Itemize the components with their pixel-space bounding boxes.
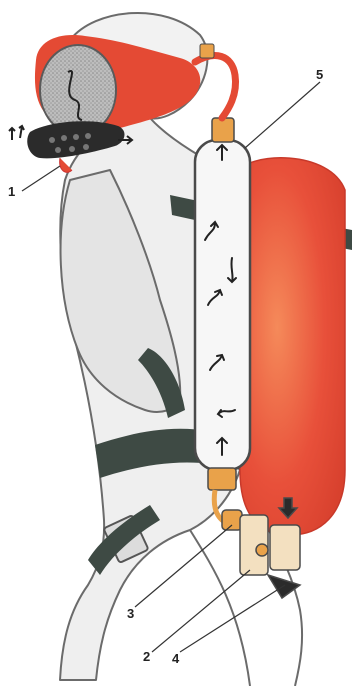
callout-3: 3 — [127, 607, 134, 620]
leader-4 — [180, 585, 285, 652]
exhale-arrows-icon — [9, 126, 24, 140]
leader-2 — [152, 570, 250, 652]
callout-1: 1 — [8, 185, 15, 198]
hose-connector — [200, 44, 214, 58]
tube-housing — [195, 118, 250, 490]
leader-5 — [245, 82, 320, 148]
leader-1 — [22, 166, 60, 191]
callout-5: 5 — [316, 68, 323, 81]
callout-2: 2 — [143, 650, 150, 663]
callout-4: 4 — [172, 652, 179, 665]
